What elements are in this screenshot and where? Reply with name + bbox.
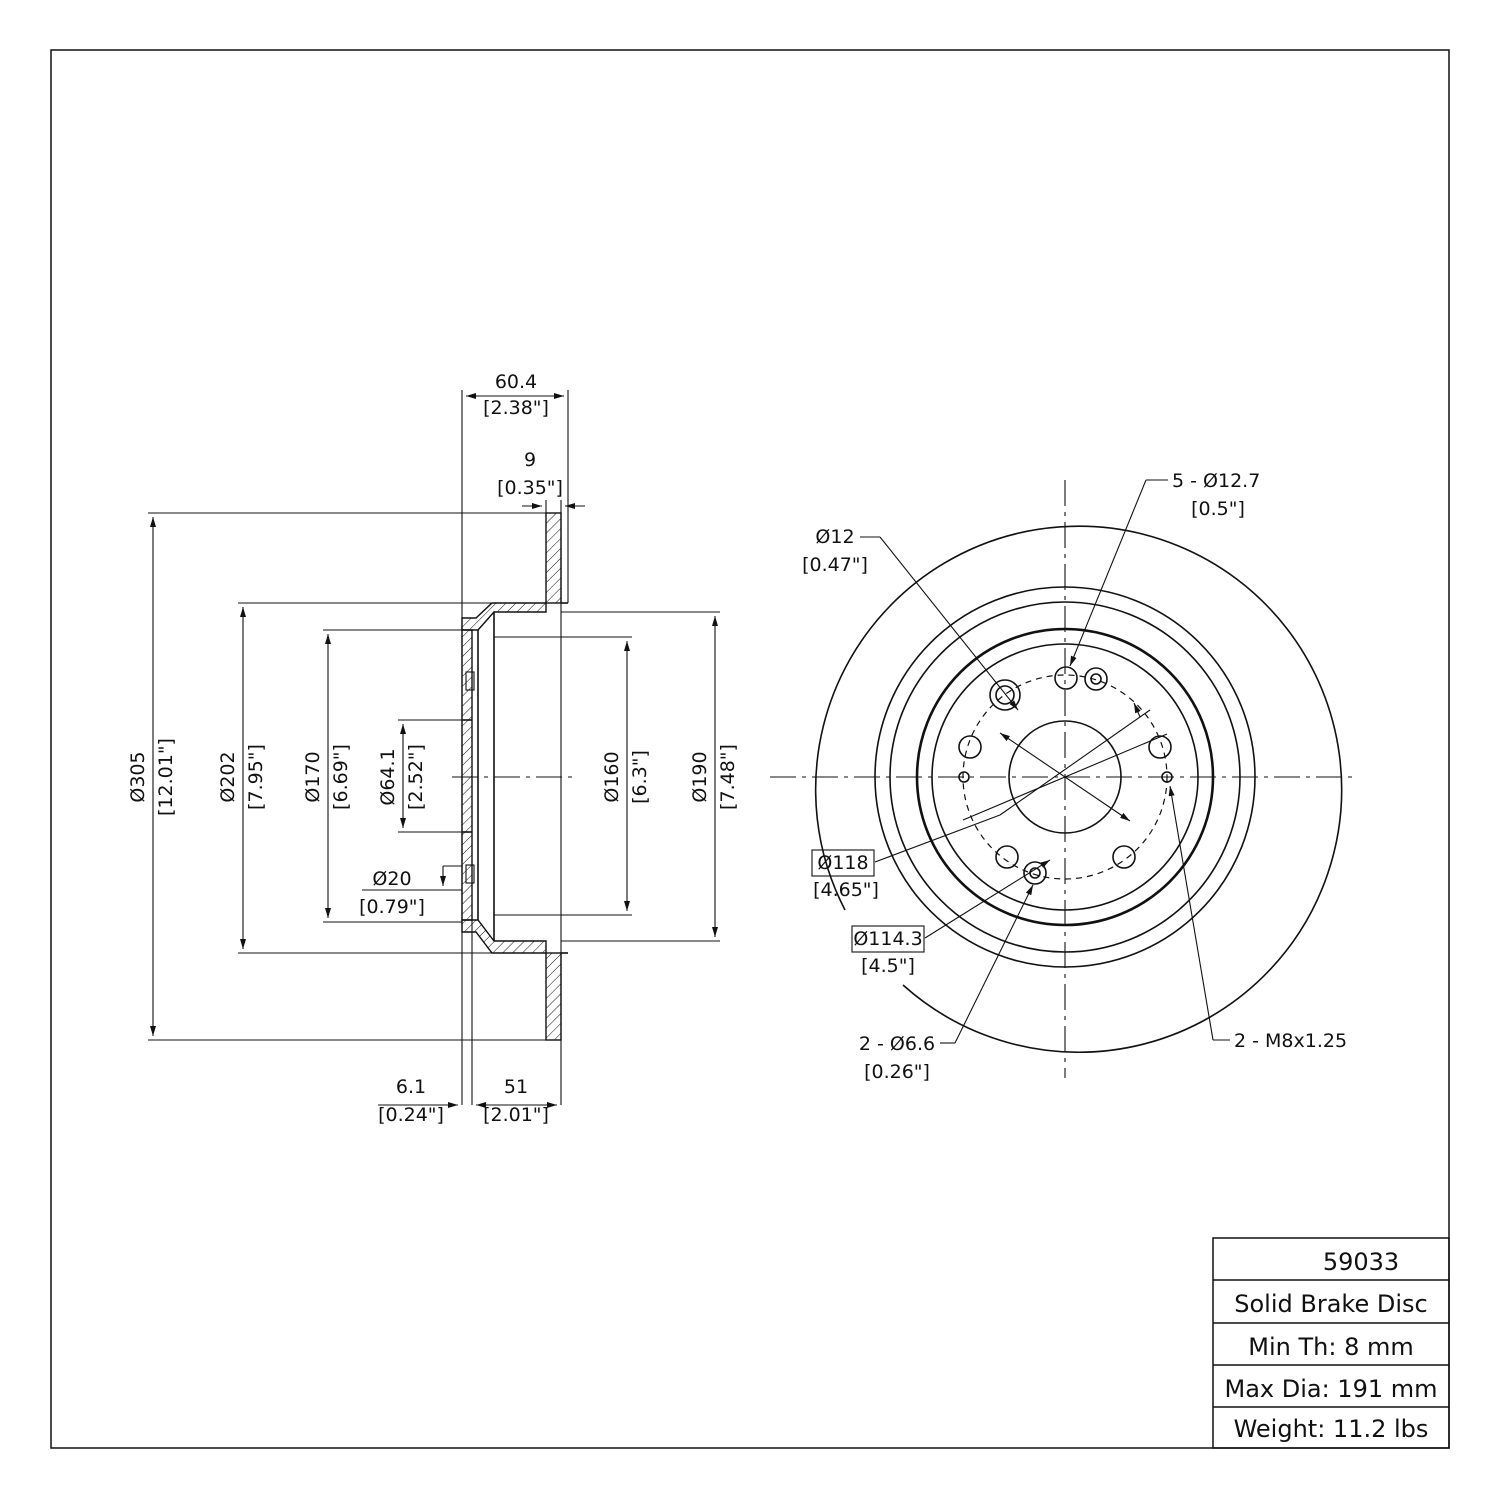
dim-hat-depth-mm: 51	[504, 1076, 528, 1098]
dim-overall-height-mm: 60.4	[495, 371, 537, 393]
dim-inner-drum-dia-in: [7.48"]	[717, 744, 739, 810]
dim-pcd-outer-mm: Ø118	[817, 852, 868, 874]
rotor-outer-edge	[814, 525, 1343, 1054]
dim-outer-dia-mm: Ø305	[127, 751, 149, 802]
dim-hole-dia-in: [0.79"]	[359, 896, 425, 918]
weight: Weight: 11.2 lbs	[1234, 1415, 1429, 1443]
lug-hole	[958, 735, 982, 759]
dim-lug-holes-mm: 5 - Ø12.7	[1172, 470, 1260, 492]
dim-hat-dia-mm: Ø202	[217, 751, 239, 802]
disc-section-top	[545, 512, 562, 604]
min-thickness: Min Th: 8 mm	[1248, 1333, 1413, 1361]
dim-hat-depth-in: [2.01"]	[483, 1104, 549, 1126]
lug-hole	[1112, 845, 1136, 869]
dim-overall-height-in: [2.38"]	[483, 397, 549, 419]
dim-pcd-inner-mm: Ø114.3	[853, 928, 922, 950]
small-hole	[1161, 771, 1173, 783]
pilot-hole	[989, 679, 1021, 711]
drawing-border	[50, 49, 1450, 1449]
dim-outer-dia-in: [12.01"]	[155, 738, 177, 816]
dim-small-holes-mm: 2 - Ø6.6	[859, 1033, 935, 1055]
max-diameter: Max Dia: 191 mm	[1224, 1375, 1437, 1403]
dim-pilot-hole-in: [0.47"]	[802, 554, 868, 576]
dim-inner-hat-dia-in: [6.3"]	[629, 750, 651, 804]
hat-wall-bottom	[461, 919, 547, 954]
side-view: Ø305 [12.01"] Ø202 [7.95"] Ø170 [6.69"] …	[127, 371, 739, 1126]
dim-hat-dia-in: [7.95"]	[245, 744, 267, 810]
threaded-hole	[1084, 667, 1108, 691]
dim-lug-holes-in: [0.5"]	[1191, 498, 1245, 520]
hub-face-circle	[915, 627, 1215, 927]
dim-disc-thickness-mm: 9	[524, 449, 536, 471]
dim-small-holes-in: [0.26"]	[864, 1061, 930, 1083]
disc-section-bottom	[545, 952, 562, 1041]
hat-wall-top	[461, 602, 547, 631]
dim-inner-drum-dia-mm: Ø190	[689, 751, 711, 802]
hat-outer-circle	[874, 586, 1256, 968]
dim-pilot-hole-mm: Ø12	[815, 526, 854, 548]
dim-hub-thickness-mm: 6.1	[396, 1076, 426, 1098]
pcd-circle	[962, 674, 1168, 880]
dim-threaded-holes: 2 - M8x1.25	[1234, 1030, 1347, 1052]
small-hole	[958, 771, 970, 783]
dim-pcd-inner-in: [4.5"]	[861, 955, 915, 977]
lug-hole	[1054, 666, 1078, 690]
dim-hub-face-dia-in: [6.69"]	[330, 744, 352, 810]
part-description: Solid Brake Disc	[1234, 1290, 1427, 1318]
hub-face-section	[461, 629, 473, 921]
lug-hole	[995, 845, 1019, 869]
part-number: 59033	[1323, 1248, 1399, 1276]
title-block: 59033 Solid Brake Disc Min Th: 8 mm Max …	[1212, 1237, 1450, 1449]
dim-disc-thickness-in: [0.35"]	[497, 477, 563, 499]
dim-center-bore-in: [2.52"]	[405, 744, 427, 810]
dim-hub-face-dia-mm: Ø170	[302, 751, 324, 802]
front-view: 5 - Ø12.7 [0.5"] Ø12 [0.47"] Ø118 [4.65"…	[770, 470, 1355, 1083]
dim-inner-hat-dia-mm: Ø160	[601, 751, 623, 802]
dim-hub-thickness-in: [0.24"]	[378, 1104, 444, 1126]
dim-pcd-outer-in: [4.65"]	[813, 879, 879, 901]
threaded-hole	[1023, 861, 1047, 885]
lug-hole	[1148, 735, 1172, 759]
dim-hole-dia-mm: Ø20	[372, 868, 411, 890]
dim-center-bore-mm: Ø64.1	[377, 748, 399, 805]
